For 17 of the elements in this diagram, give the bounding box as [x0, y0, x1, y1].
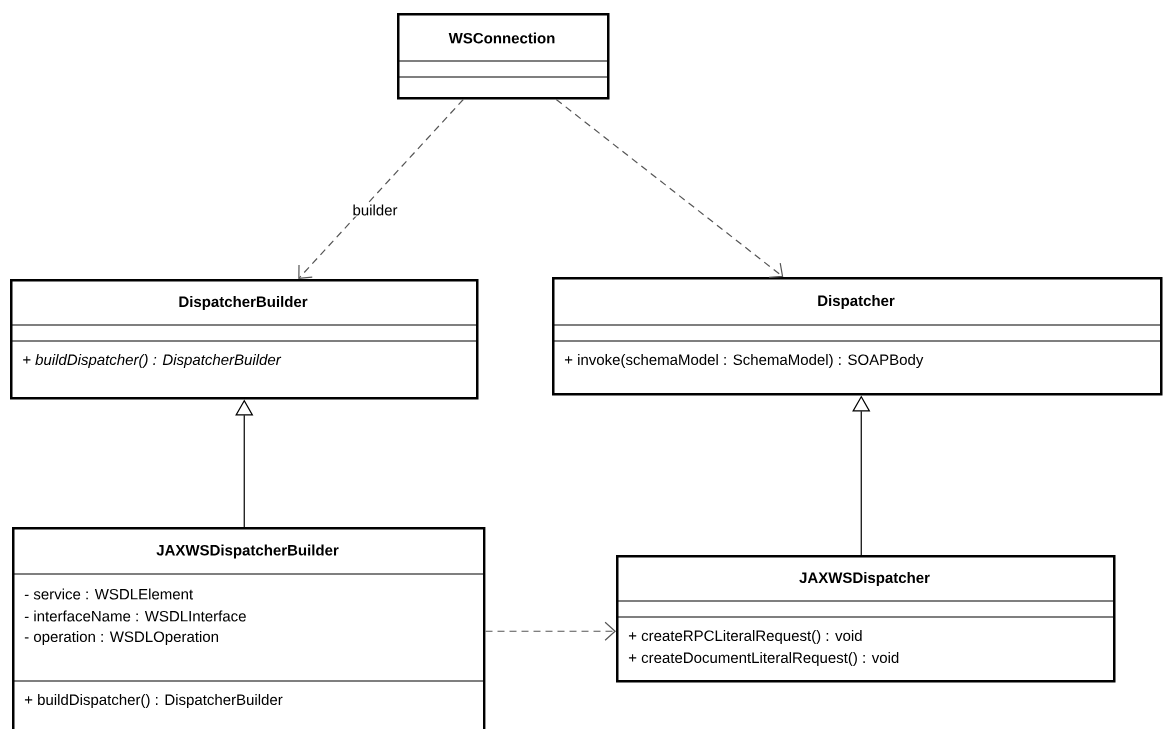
attribute-text: - interfaceName : WSDLInterface	[24, 610, 246, 622]
method-text: + invoke(schemaModel : SchemaModel) : SOAPBody	[564, 354, 924, 368]
class-name: DispatcherBuilder	[179, 296, 308, 310]
class-name: JAXWSDispatcherBuilder	[156, 544, 339, 559]
dependency-arrow	[484, 621, 616, 641]
class-name: WSConnection	[448, 32, 555, 44]
attribute-text: - service : WSDLElement	[24, 588, 193, 600]
class-name: Dispatcher	[818, 295, 895, 309]
method-text: + createRPCLiteralRequest() : void	[628, 630, 862, 644]
dependency-arrow	[298, 98, 464, 279]
class-name: JAXWSDispatcher	[799, 572, 930, 586]
method-text: + buildDispatcher() : DispatcherBuilder	[23, 354, 282, 368]
method-text: + createDocumentLiteralRequest() : void	[628, 652, 899, 666]
attribute-text: - operation : WSDLOperation	[24, 631, 218, 645]
dependency-arrow	[555, 98, 784, 278]
method-text: + buildDispatcher() : DispatcherBuilder	[24, 694, 283, 708]
edge-label: builder	[351, 203, 399, 217]
